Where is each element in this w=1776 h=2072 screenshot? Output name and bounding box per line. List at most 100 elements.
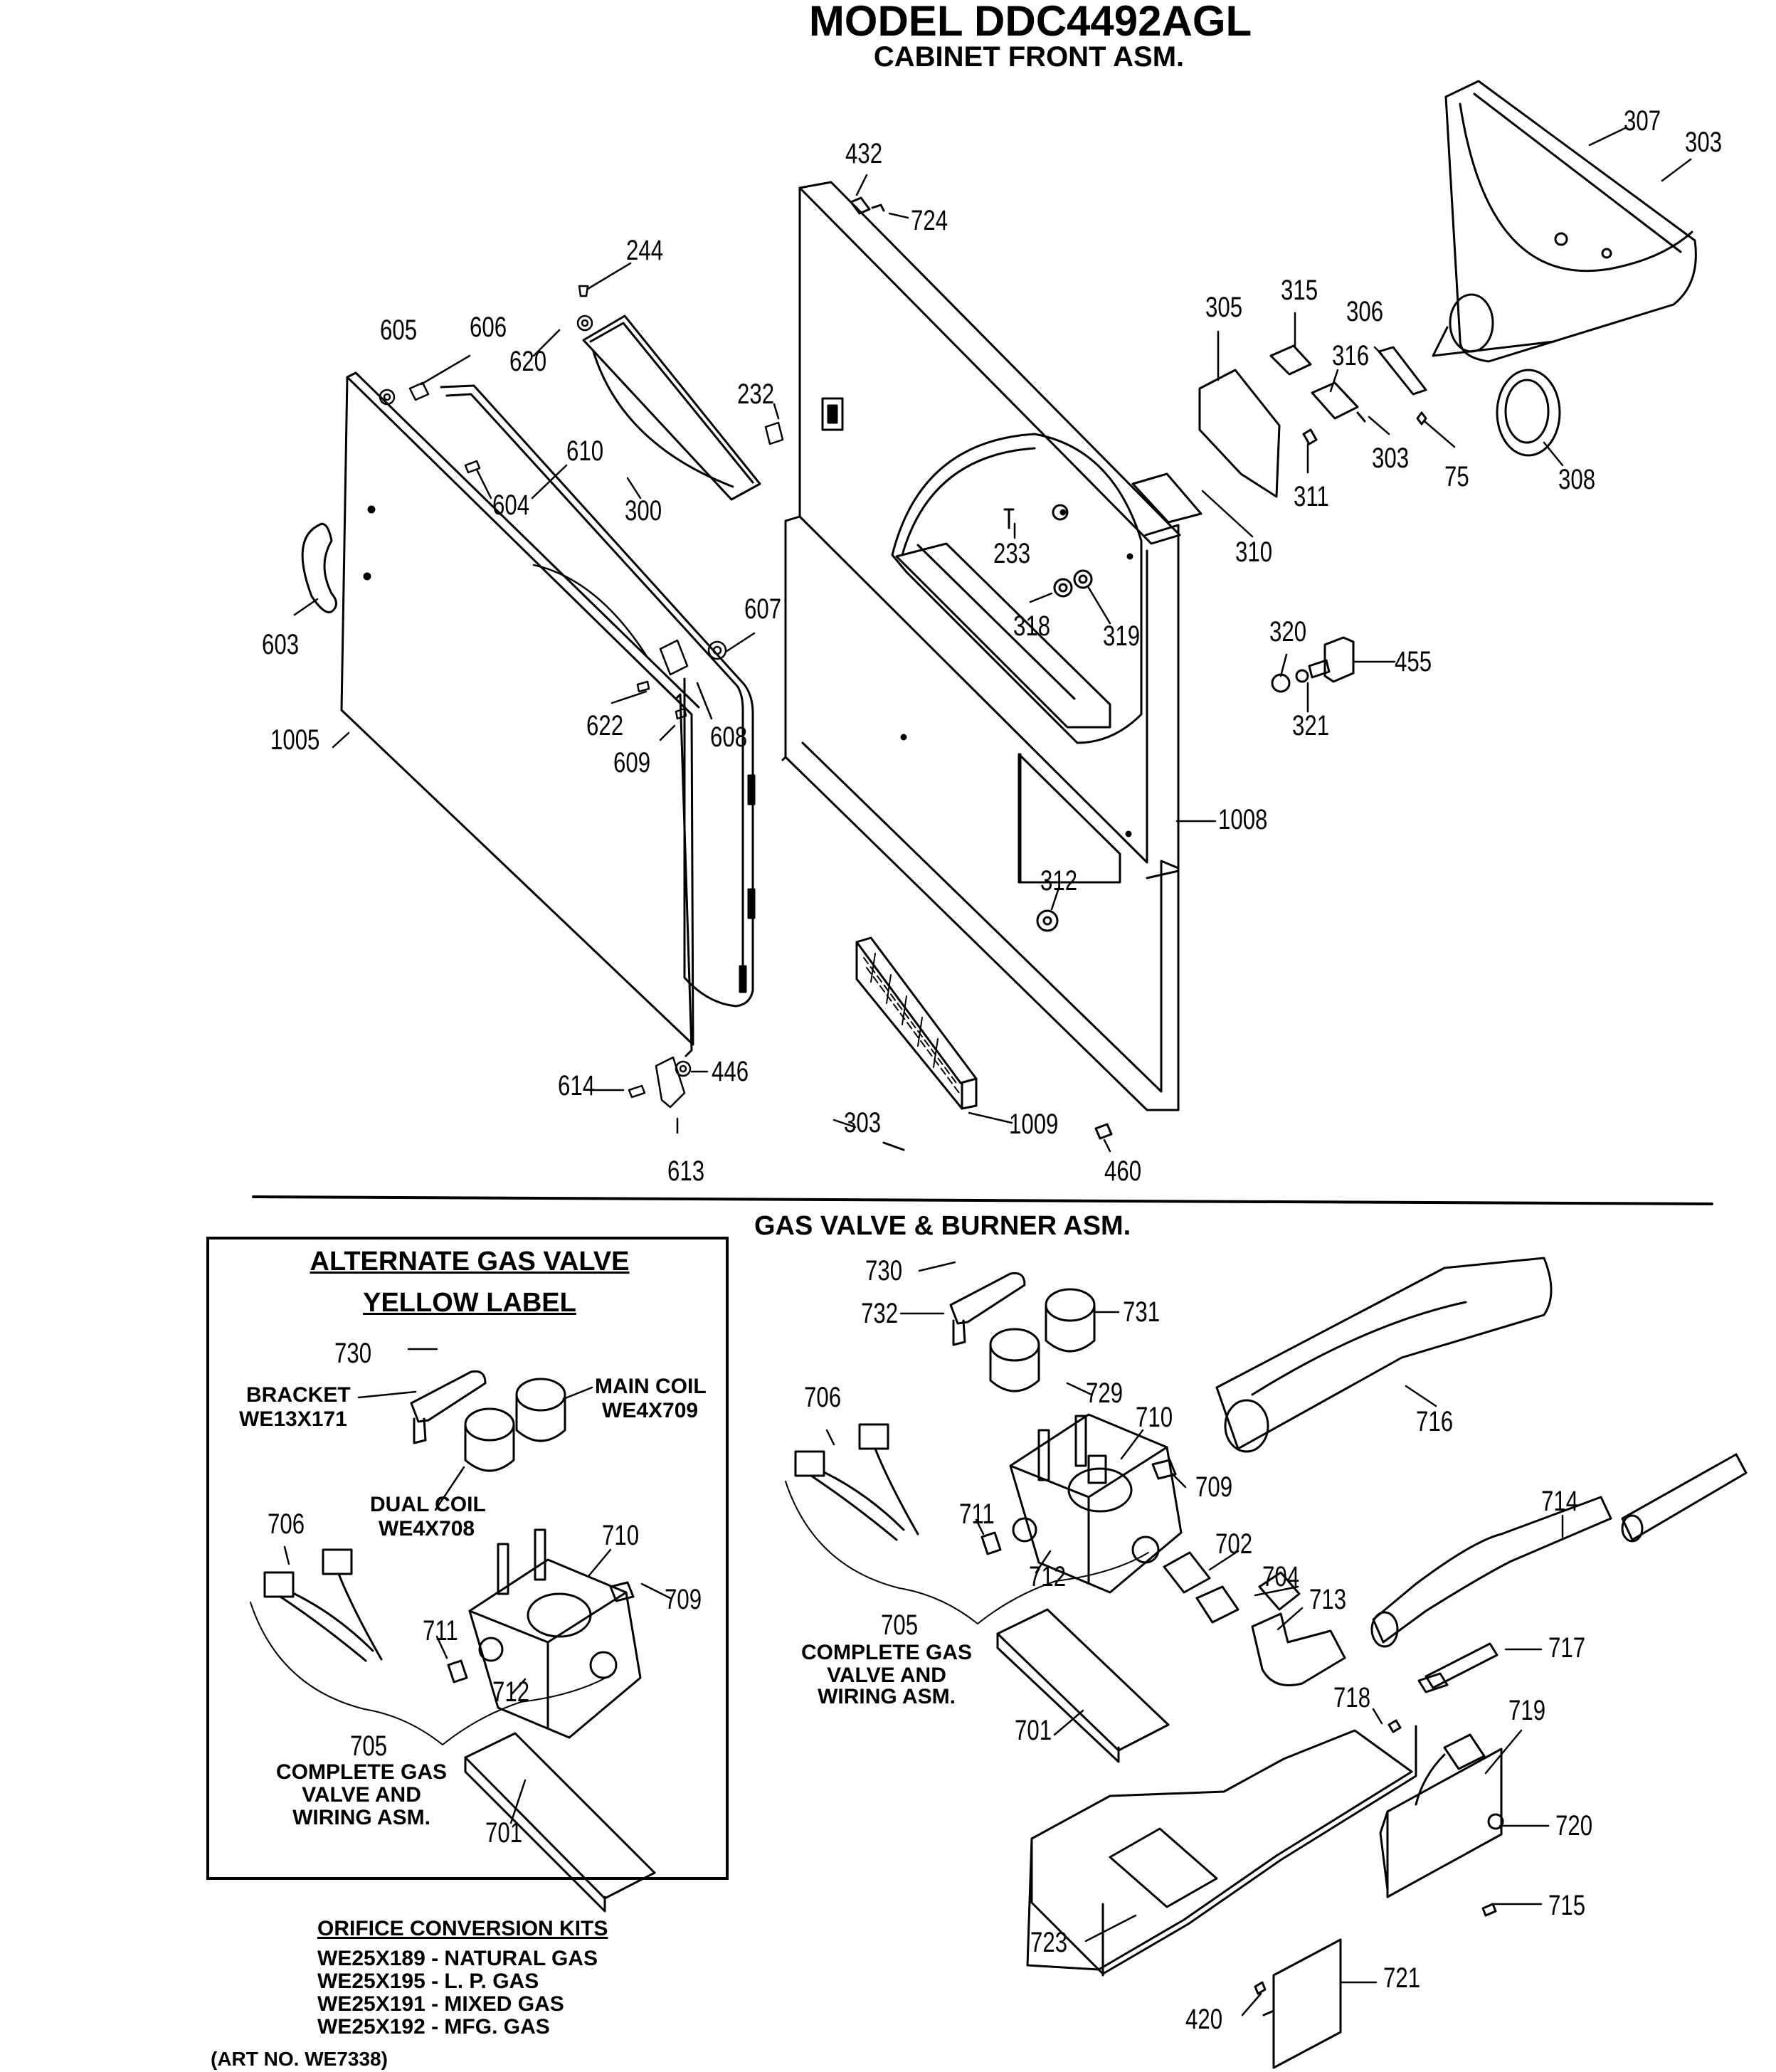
washer-318 <box>1053 578 1073 598</box>
callout-321: 321 <box>1292 710 1330 741</box>
art-number: (ART NO. WE7338) <box>211 2048 388 2070</box>
callout-730: 730 <box>865 1255 903 1286</box>
alt-dual-coil <box>464 1407 515 1472</box>
callout-713: 713 <box>1309 1584 1347 1615</box>
callout-620: 620 <box>509 346 547 377</box>
callout-432: 432 <box>845 138 883 169</box>
washer-321 <box>1295 669 1309 683</box>
grille <box>855 936 978 1110</box>
callout-720: 720 <box>1555 1810 1593 1841</box>
alt-main-coil <box>515 1378 566 1442</box>
callout-alt-711: 711 <box>423 1615 458 1646</box>
coil-729 <box>989 1328 1040 1392</box>
sensor-719 <box>1415 1733 1486 1806</box>
main-coil-part: WE4X709 <box>602 1399 699 1422</box>
callout-603: 603 <box>262 629 300 660</box>
callout-1005: 1005 <box>270 724 320 756</box>
callout-232: 232 <box>737 379 775 410</box>
callout-706: 706 <box>804 1382 842 1413</box>
callout-711: 711 <box>959 1498 995 1530</box>
callout-303-upper: 303 <box>1685 127 1723 158</box>
complete-line2: VALVE AND <box>827 1664 946 1687</box>
callout-233: 233 <box>993 538 1031 569</box>
callout-622: 622 <box>586 710 624 741</box>
callout-446: 446 <box>712 1056 749 1087</box>
callout-719: 719 <box>1508 1695 1546 1726</box>
bracket-label: BRACKET <box>246 1383 351 1407</box>
front-panel <box>781 181 1181 1111</box>
callout-613: 613 <box>667 1156 705 1187</box>
seal-ring-308 <box>1496 369 1561 457</box>
callout-704: 704 <box>1262 1561 1300 1592</box>
washer-319 <box>1073 569 1093 589</box>
orifice-kit-3: WE25X191 - MIXED GAS <box>317 1992 564 2016</box>
fitting-702 <box>1163 1551 1211 1594</box>
bracket-306 <box>1378 346 1427 396</box>
screw-420 <box>1254 1981 1267 1995</box>
callout-alt-712: 712 <box>492 1676 530 1708</box>
burner-tube-714 <box>1370 1453 1748 1648</box>
orifice-kit-4: WE25X192 - MFG. GAS <box>317 2015 550 2039</box>
callout-244: 244 <box>626 235 664 266</box>
alt-fitting-709 <box>609 1581 635 1602</box>
callout-716: 716 <box>1416 1406 1454 1437</box>
callout-710: 710 <box>1136 1402 1173 1433</box>
orifice-kit-1: WE25X189 - NATURAL GAS <box>317 1947 598 1970</box>
screw-718 <box>1388 1719 1402 1733</box>
valve-bracket-732 <box>949 1272 1026 1346</box>
alt-wiring-harness <box>250 1548 614 1745</box>
clip-311 <box>1302 428 1318 445</box>
fitting-709 <box>1151 1459 1177 1480</box>
callout-718: 718 <box>1333 1682 1371 1713</box>
callout-303-lower: 303 <box>844 1107 882 1138</box>
callout-315: 315 <box>1281 275 1318 306</box>
callout-75: 75 <box>1444 461 1469 492</box>
base-723 <box>1026 1725 1417 1977</box>
alternate-subtitle: YELLOW LABEL <box>363 1288 576 1318</box>
callout-460: 460 <box>1104 1156 1142 1187</box>
alt-gas-valve <box>468 1528 642 1739</box>
alt-complete-line2: VALVE AND <box>302 1783 421 1807</box>
wiring-harness-706 <box>785 1423 1149 1624</box>
screw-455 <box>1308 659 1331 679</box>
callout-732: 732 <box>861 1298 899 1329</box>
callout-303-mid: 303 <box>1372 443 1410 474</box>
callout-alt-710: 710 <box>602 1520 640 1551</box>
callout-alt-706: 706 <box>268 1508 305 1540</box>
callout-305: 305 <box>1205 292 1243 323</box>
lint-filter <box>582 314 761 501</box>
alternate-valve-box <box>206 1237 729 1880</box>
screw-303-lower <box>882 1141 905 1151</box>
callout-717: 717 <box>1548 1632 1586 1664</box>
callout-alt-705: 705 <box>350 1730 388 1762</box>
gas-section-title: GAS VALVE & BURNER ASM. <box>754 1211 1131 1241</box>
callout-712: 712 <box>1029 1561 1067 1592</box>
orifice-704 <box>1195 1585 1240 1624</box>
callout-420: 420 <box>1185 2004 1223 2035</box>
callout-307: 307 <box>1624 105 1661 137</box>
callout-715: 715 <box>1548 1890 1586 1921</box>
callout-609: 609 <box>613 747 651 778</box>
screw-233 <box>1003 508 1015 529</box>
switch-455 <box>1323 636 1355 683</box>
igniter-717 <box>1417 1642 1498 1693</box>
bracket-720 <box>1379 1748 1504 1898</box>
callout-306: 306 <box>1346 296 1384 327</box>
callout-311: 311 <box>1294 481 1329 512</box>
alt-fitting-711 <box>447 1659 468 1684</box>
alt-complete-line3: WIRING ASM. <box>292 1806 430 1829</box>
section-divider <box>252 1195 1713 1205</box>
bracket-310 <box>1131 472 1202 524</box>
alternate-title: ALTERNATE GAS VALVE <box>310 1247 630 1276</box>
callout-319: 319 <box>1103 620 1141 652</box>
dual-coil-label: DUAL COIL <box>370 1493 486 1516</box>
callout-312: 312 <box>1040 865 1078 897</box>
switch-316 <box>1311 381 1359 420</box>
callout-709: 709 <box>1195 1471 1233 1503</box>
dual-coil-part: WE4X708 <box>379 1517 475 1540</box>
callout-455: 455 <box>1395 646 1432 677</box>
screw-724 <box>871 204 885 212</box>
seal-ring-308-inner <box>1504 379 1550 444</box>
callout-723: 723 <box>1030 1927 1068 1958</box>
